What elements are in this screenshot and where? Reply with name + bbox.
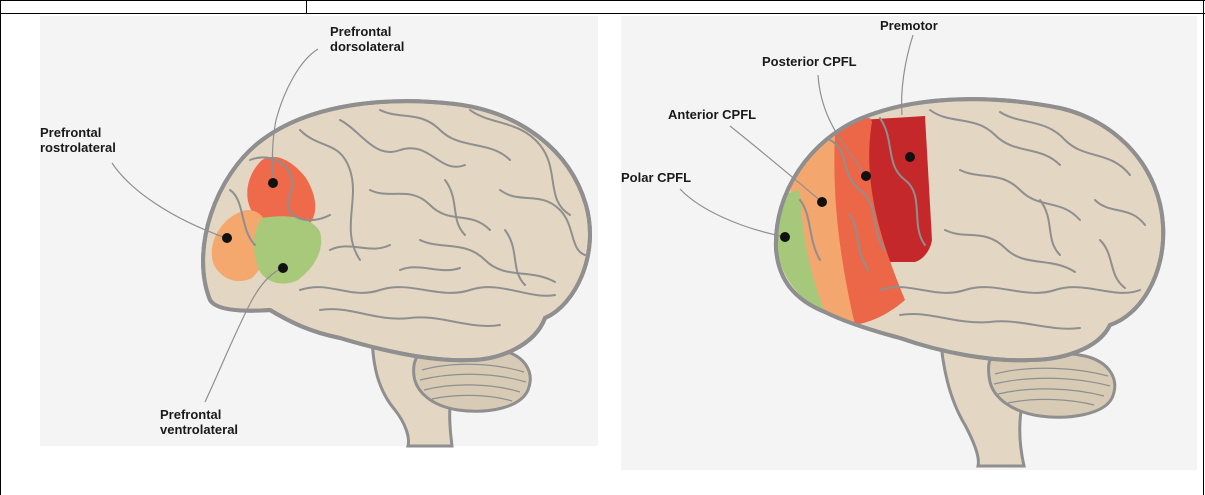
anterior-cpfl-label: Anterior CPFL [668,107,756,122]
premotor-label: Premotor [880,18,938,33]
polar-cpfl-label: Polar CPFL [621,170,691,185]
posterior-cpfl-label: Posterior CPFL [762,54,857,69]
polar-leader [680,189,785,237]
premotor-dot [905,152,915,162]
anterior-cpfl-dot [817,197,827,207]
posterior-cpfl-dot [861,171,871,181]
ventrolateral-dot [278,263,288,273]
left-brain [203,101,590,446]
polar-cpfl-dot [780,232,790,242]
ventrolateral-label: Prefrontal ventrolateral [160,407,238,437]
right-brain [776,99,1163,466]
dorsolateral-label: Prefrontal dorsolateral [330,24,404,54]
rostrolateral-label: Prefrontal rostrolateral [40,125,116,155]
dorsolateral-dot [268,178,278,188]
rostrolateral-dot [222,233,232,243]
